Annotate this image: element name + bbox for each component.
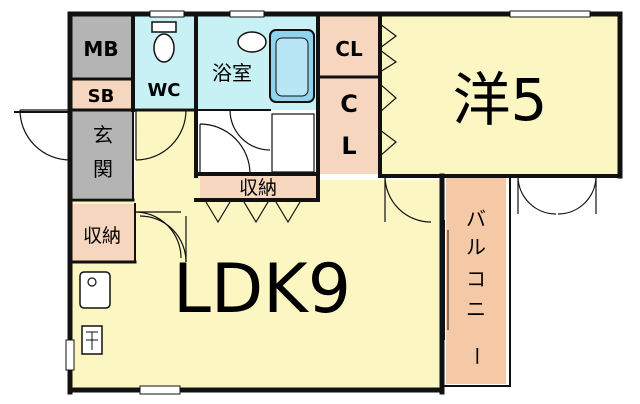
kitchen-sink: [79, 271, 111, 309]
balcony-label-5: ー: [464, 346, 488, 366]
cl-top-label: CL: [335, 37, 363, 61]
toilet-tank: [151, 21, 177, 33]
balcony-label-3: コ: [466, 267, 486, 291]
toilet-bowl: [153, 33, 175, 63]
bath-label: 浴室: [212, 61, 252, 85]
balcony-label-2: ル: [466, 235, 486, 259]
balcony-label-1: バ: [466, 207, 486, 231]
western-room-fill: [380, 16, 618, 174]
doors: [14, 23, 597, 340]
wc-label: WC: [147, 80, 180, 101]
washbasin: [237, 31, 267, 53]
balcony-label-4: ニ: [466, 297, 486, 321]
ldk-label: LDK9: [173, 250, 351, 329]
corridor-fill: [135, 110, 203, 182]
cl-mid-l-label: L: [341, 132, 356, 160]
mb-fill: [72, 16, 132, 78]
western-room-label: 洋5: [453, 66, 548, 134]
sink-drain: [87, 277, 97, 287]
storage-hall-fill: [200, 174, 318, 200]
entrance-fill: [72, 110, 132, 198]
entrance-label-2: 関: [93, 157, 113, 181]
bathtub-inner: [275, 37, 309, 97]
balcony-fill: [446, 176, 506, 384]
cl-mid-c-label: C: [340, 90, 358, 118]
sb-fill: [72, 80, 132, 110]
cl-mid-fill: [318, 78, 380, 174]
entrance-label-1: 玄: [93, 123, 113, 147]
sb-label: SB: [88, 86, 115, 107]
windows: [65, 10, 591, 395]
storage-hall-label: 収納: [239, 177, 277, 199]
mb-label: MB: [83, 37, 118, 61]
washing-machine-area: [271, 113, 315, 173]
storage-left-label: 収納: [83, 225, 121, 247]
storage-left-fill: [72, 204, 134, 262]
cl-top-fill: [318, 16, 380, 76]
